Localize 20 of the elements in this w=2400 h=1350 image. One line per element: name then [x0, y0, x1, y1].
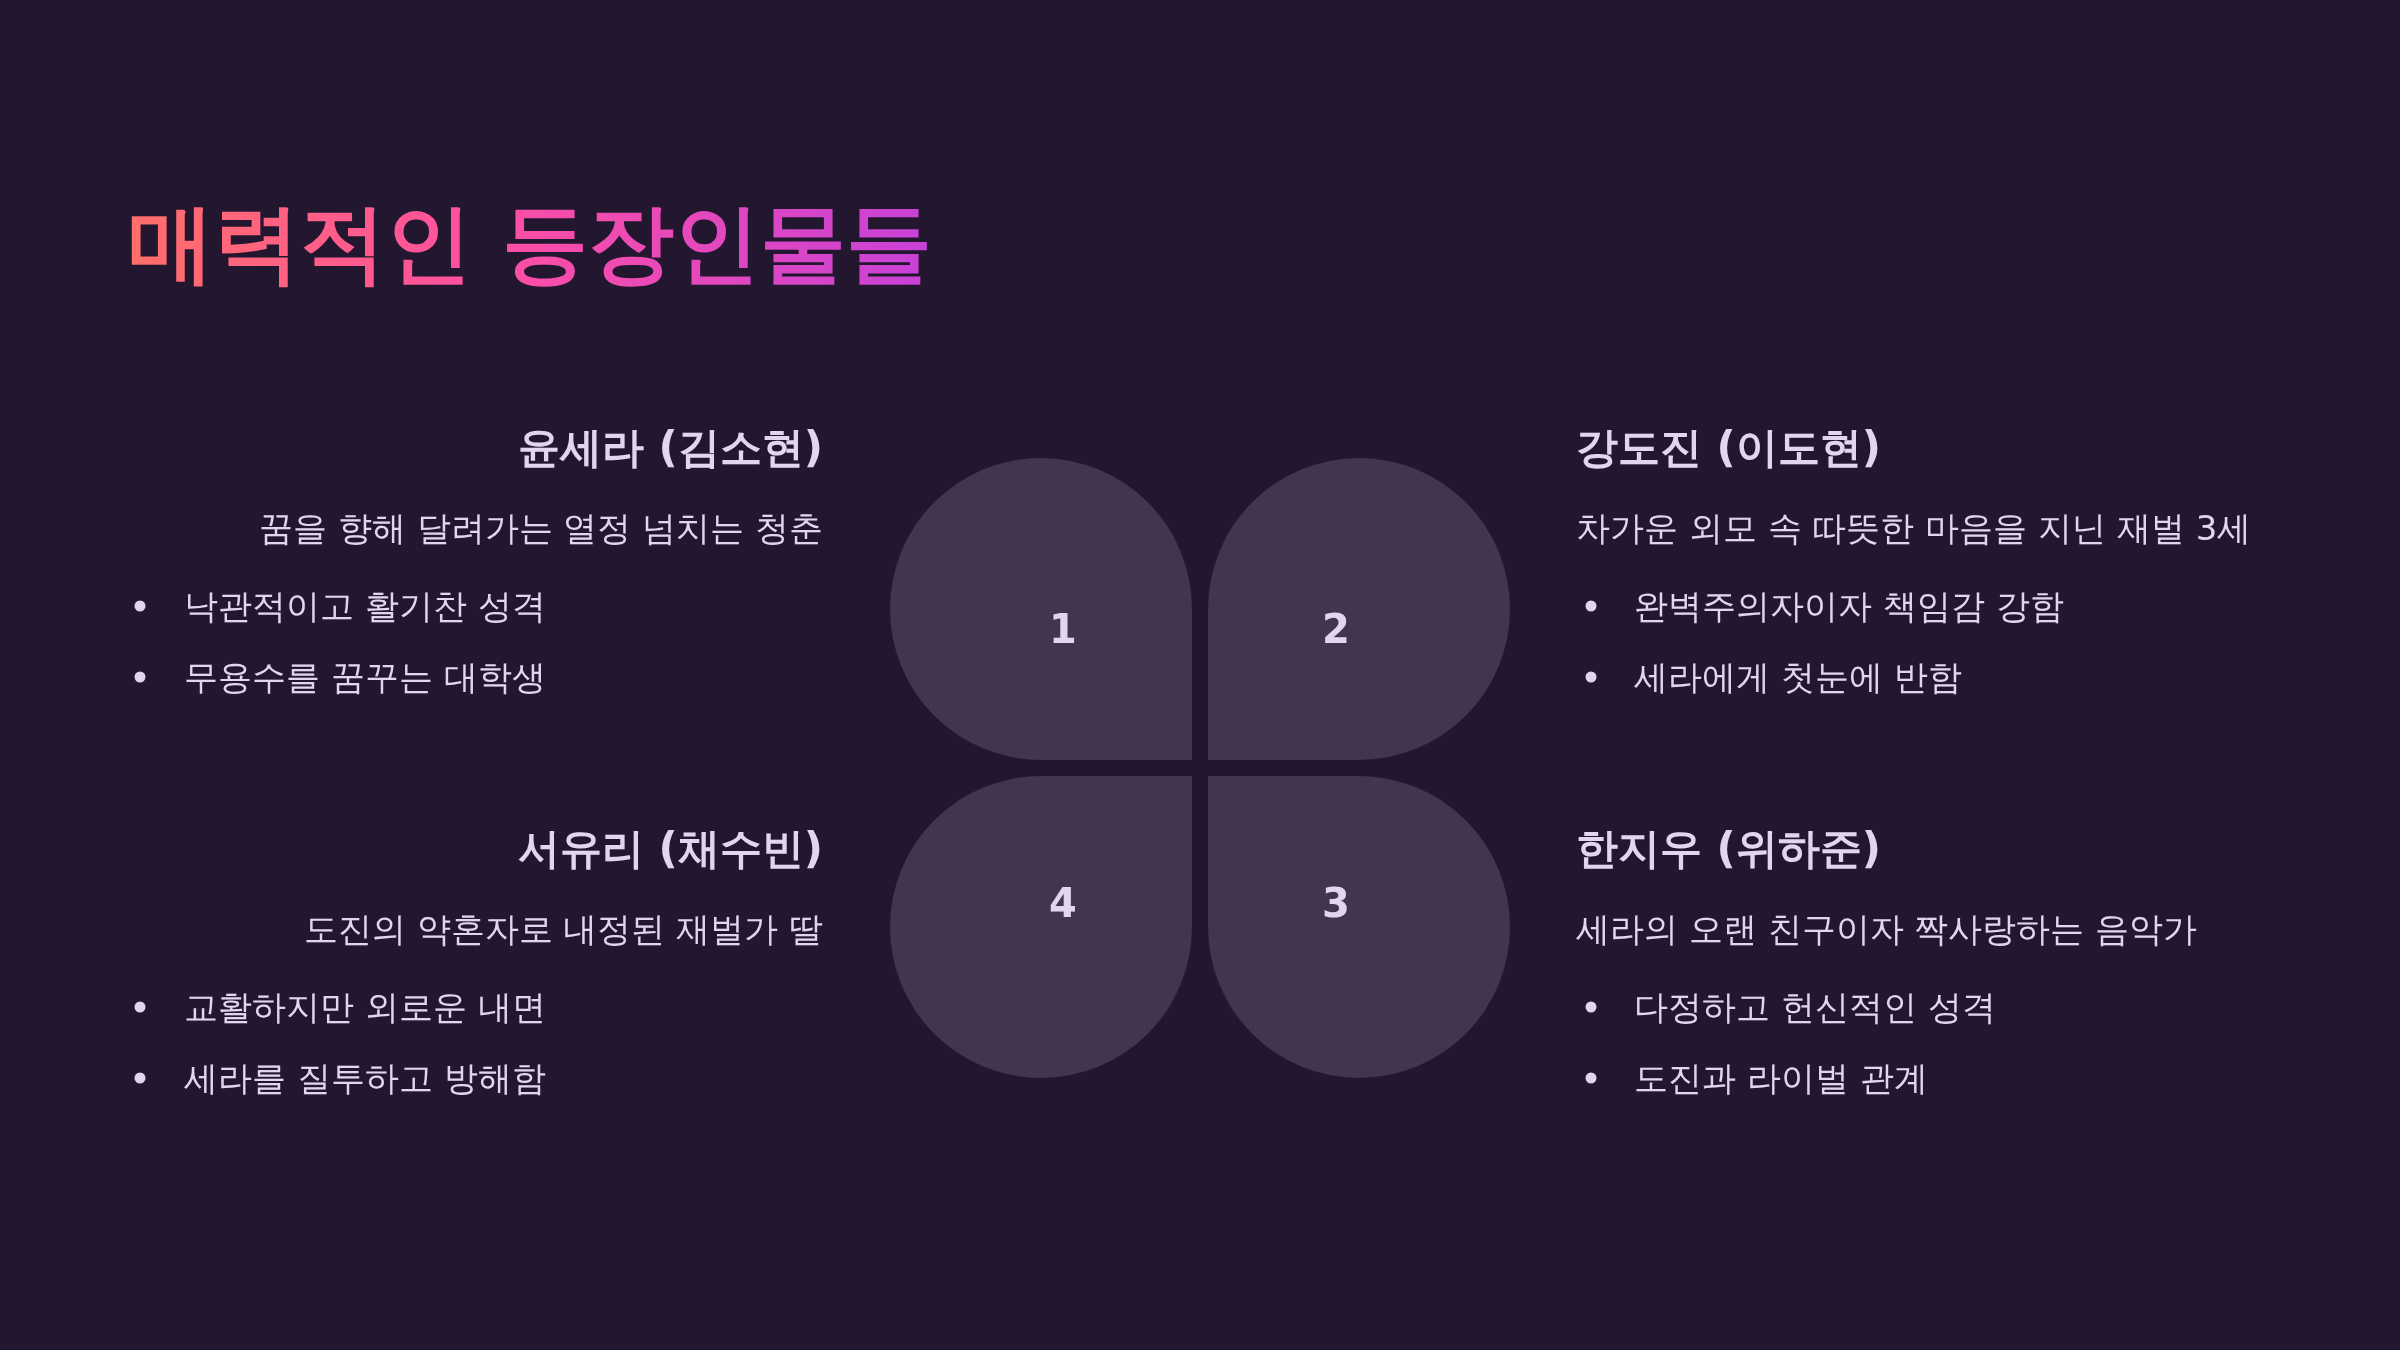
character-name: 윤세라 (김소현)	[518, 422, 823, 474]
bullet-text: 교활하지만 외로운 내면	[184, 986, 546, 1028]
bullet-text: 완벽주의자이자 책임감 강함	[1634, 585, 2064, 627]
character-name: 서유리 (채수빈)	[518, 823, 823, 875]
bullet-text: 세라를 질투하고 방해함	[184, 1057, 546, 1099]
petal-number: 2	[1322, 609, 1350, 649]
character-tagline: 꿈을 향해 달려가는 열정 넘치는 청춘	[258, 507, 823, 549]
character-name: 한지우 (위하준)	[1576, 823, 1881, 875]
character-tagline: 차가운 외모 속 따뜻한 마음을 지닌 재벌 3세	[1576, 507, 2252, 549]
petal-number: 3	[1322, 883, 1350, 923]
bullet-text: 낙관적이고 활기찬 성격	[184, 585, 546, 627]
petal-number: 1	[1049, 609, 1077, 649]
character-tagline: 도진의 약혼자로 내정된 재벌가 딸	[303, 908, 823, 950]
bullet-text: 도진과 라이벌 관계	[1634, 1057, 1928, 1099]
character-tagline: 세라의 오랜 친구이자 짝사랑하는 음악가	[1576, 908, 2198, 950]
bullet-text: 다정하고 헌신적인 성격	[1634, 986, 1996, 1028]
bullet-text: 세라에게 첫눈에 반함	[1634, 656, 1962, 698]
bullet-text: 무용수를 꿈꾸는 대학생	[184, 656, 546, 698]
petal-number: 4	[1049, 883, 1077, 923]
character-name: 강도진 (이도현)	[1576, 422, 1881, 474]
